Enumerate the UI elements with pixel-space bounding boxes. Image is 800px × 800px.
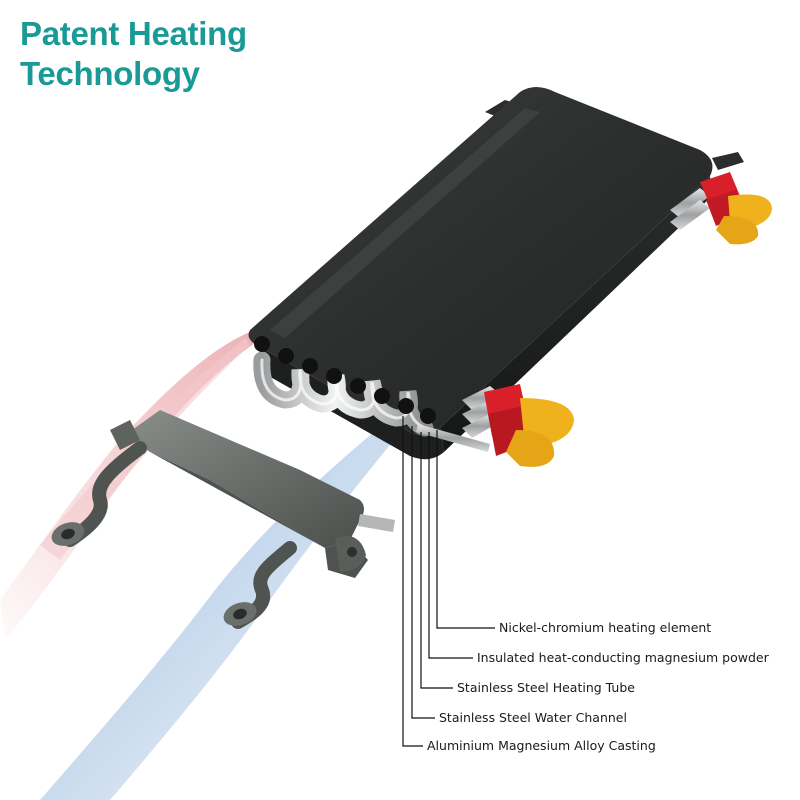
callout-nickel-chromium-heating-element: Nickel-chromium heating element: [499, 620, 711, 635]
leader-magnesium-powder: [428, 432, 473, 659]
terminal-rear: [670, 172, 772, 245]
leader-heating-tube: [420, 432, 453, 689]
callout-leader-lines: [402, 416, 495, 747]
title-line-2: Technology: [20, 55, 200, 92]
diagram-title: Patent Heating Technology: [20, 14, 247, 94]
leader-alloy-casting: [402, 416, 423, 747]
terminal-front: [462, 384, 574, 467]
callout-stainless-steel-water-channel: Stainless Steel Water Channel: [439, 710, 627, 725]
tube-ends: [254, 336, 436, 424]
stainless-steel-heating-tube: [416, 424, 490, 452]
leader-water-channel: [411, 426, 435, 719]
leader-nickel-chromium: [436, 430, 495, 629]
callout-aluminium-magnesium-alloy-casting: Aluminium Magnesium Alloy Casting: [427, 738, 656, 753]
callout-magnesium-powder: Insulated heat-conducting magnesium powd…: [477, 650, 770, 665]
cover-with-inlet-outlet-pipes: [51, 410, 395, 629]
title-line-1: Patent Heating: [20, 15, 247, 52]
callout-stainless-steel-heating-tube: Stainless Steel Heating Tube: [457, 680, 635, 695]
